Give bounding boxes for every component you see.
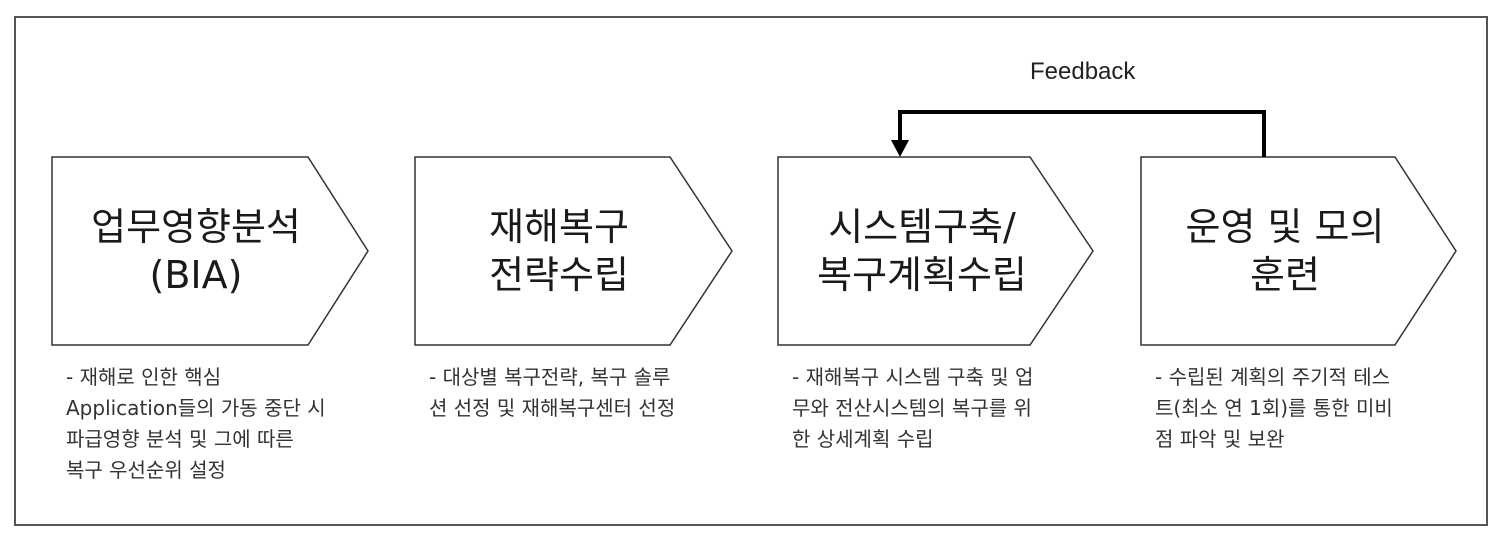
step-4-title-line-2: 훈련 — [1250, 253, 1320, 297]
step-3-title-line-2: 복구계획수립 — [817, 253, 1027, 297]
step-3-title: 시스템구축/ 복구계획수립 — [778, 157, 1066, 345]
step-1-description-line: Application들의 가동 중단 시 — [66, 396, 326, 420]
step-2-description: - 대상별 복구전략, 복구 솔루 션 선정 및 재해복구센터 선정 — [429, 362, 675, 424]
step-4-title-line-1: 운영 및 모의 — [1185, 205, 1385, 249]
step-2-title: 재해복구 전략수립 — [415, 157, 703, 345]
step-4-description-line: - 수립된 계획의 주기적 테스 — [1155, 365, 1391, 389]
step-1-description: - 재해로 인한 핵심 Application들의 가동 중단 시 파급영향 분… — [66, 362, 326, 486]
step-4-description-line: 트(최소 연 1회)를 통한 미비 — [1155, 396, 1393, 420]
step-3-arrow-shape — [777, 156, 1094, 346]
feedback-arrowhead — [891, 140, 909, 157]
step-2-title-line-2: 전략수립 — [489, 253, 629, 297]
step-1-description-line: 파급영향 분석 및 그에 따른 — [66, 427, 294, 451]
step-1-title: 업무영향분석 (BIA) — [52, 157, 340, 345]
step-2-description-line: - 대상별 복구전략, 복구 솔루 — [429, 365, 671, 389]
step-4-description: - 수립된 계획의 주기적 테스 트(최소 연 1회)를 통한 미비 점 파악 … — [1155, 362, 1393, 455]
step-3-description-line: - 재해복구 시스템 구축 및 업 — [792, 365, 1034, 389]
feedback-label: Feedback — [1030, 58, 1136, 85]
step-2-description-line: 션 선정 및 재해복구센터 선정 — [429, 396, 676, 420]
step-1-arrow-shape — [51, 156, 369, 346]
step-1-title-line-2: (BIA) — [149, 253, 243, 297]
step-3-description-line: 무와 전산시스템의 복구를 위 — [792, 396, 1032, 420]
step-2-arrow-shape — [414, 156, 733, 346]
step-4-title: 운영 및 모의 훈련 — [1141, 157, 1429, 345]
diagram-frame — [14, 16, 1488, 526]
step-1-title-line-1: 업무영향분석 — [91, 205, 301, 249]
step-2-title-line-1: 재해복구 — [489, 205, 629, 249]
feedback-connector-line — [898, 110, 1266, 157]
step-1-description-line: 복구 우선순위 설정 — [66, 458, 226, 482]
step-3-description: - 재해복구 시스템 구축 및 업 무와 전산시스템의 복구를 위 한 상세계획… — [792, 362, 1033, 455]
step-1-description-line: - 재해로 인한 핵심 — [66, 365, 222, 389]
step-4-description-line: 점 파악 및 보완 — [1155, 427, 1285, 451]
step-3-title-line-1: 시스템구축/ — [828, 205, 1016, 249]
step-4-arrow-shape — [1140, 156, 1457, 346]
step-3-description-line: 한 상세계획 수립 — [792, 427, 934, 451]
